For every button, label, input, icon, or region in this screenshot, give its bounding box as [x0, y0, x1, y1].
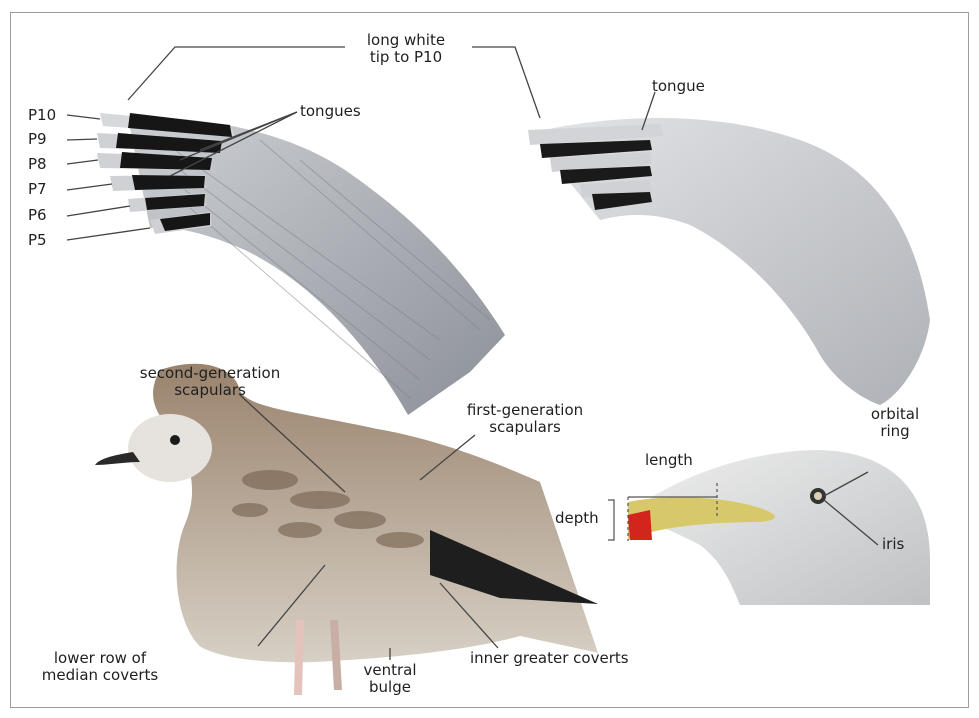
label-ventral-bulge: ventral bulge — [355, 662, 425, 696]
label-p8: P8 — [28, 156, 47, 173]
label-long-white-tip-line2: tip to P10 — [350, 49, 462, 66]
label-first-generation-scapulars: first-generation scapulars — [435, 402, 615, 436]
label-first-gen-line1: first-generation — [435, 402, 615, 419]
wing-upper-right — [528, 118, 930, 405]
label-lower-row-line2: median coverts — [30, 667, 170, 684]
label-ventral-line2: bulge — [355, 679, 425, 696]
label-ventral-line1: ventral — [355, 662, 425, 679]
label-tongue: tongue — [652, 78, 705, 95]
label-depth: depth — [555, 510, 599, 527]
label-inner-greater-coverts: inner greater coverts — [470, 650, 629, 667]
label-orbital-line1: orbital — [855, 406, 935, 423]
label-length: length — [645, 452, 693, 469]
label-tongues: tongues — [300, 103, 361, 120]
gull-head-closeup — [608, 450, 930, 605]
label-second-generation-scapulars: second-generation scapulars — [120, 365, 300, 399]
label-second-gen-line2: scapulars — [120, 382, 300, 399]
label-orbital-line2: ring — [855, 423, 935, 440]
label-p7: P7 — [28, 181, 47, 198]
primaries-upper-right — [528, 124, 664, 210]
label-lower-row-line1: lower row of — [30, 650, 170, 667]
label-iris: iris — [882, 536, 904, 553]
label-lower-row-median-coverts: lower row of median coverts — [30, 650, 170, 684]
label-second-gen-line1: second-generation — [120, 365, 300, 382]
label-p9: P9 — [28, 131, 47, 148]
label-long-white-tip: long white tip to P10 — [350, 32, 462, 66]
label-orbital-ring: orbital ring — [855, 406, 935, 440]
label-first-gen-line2: scapulars — [435, 419, 615, 436]
label-p6: P6 — [28, 207, 47, 224]
label-p10: P10 — [28, 107, 56, 124]
label-p5: P5 — [28, 232, 47, 249]
label-long-white-tip-line1: long white — [350, 32, 462, 49]
